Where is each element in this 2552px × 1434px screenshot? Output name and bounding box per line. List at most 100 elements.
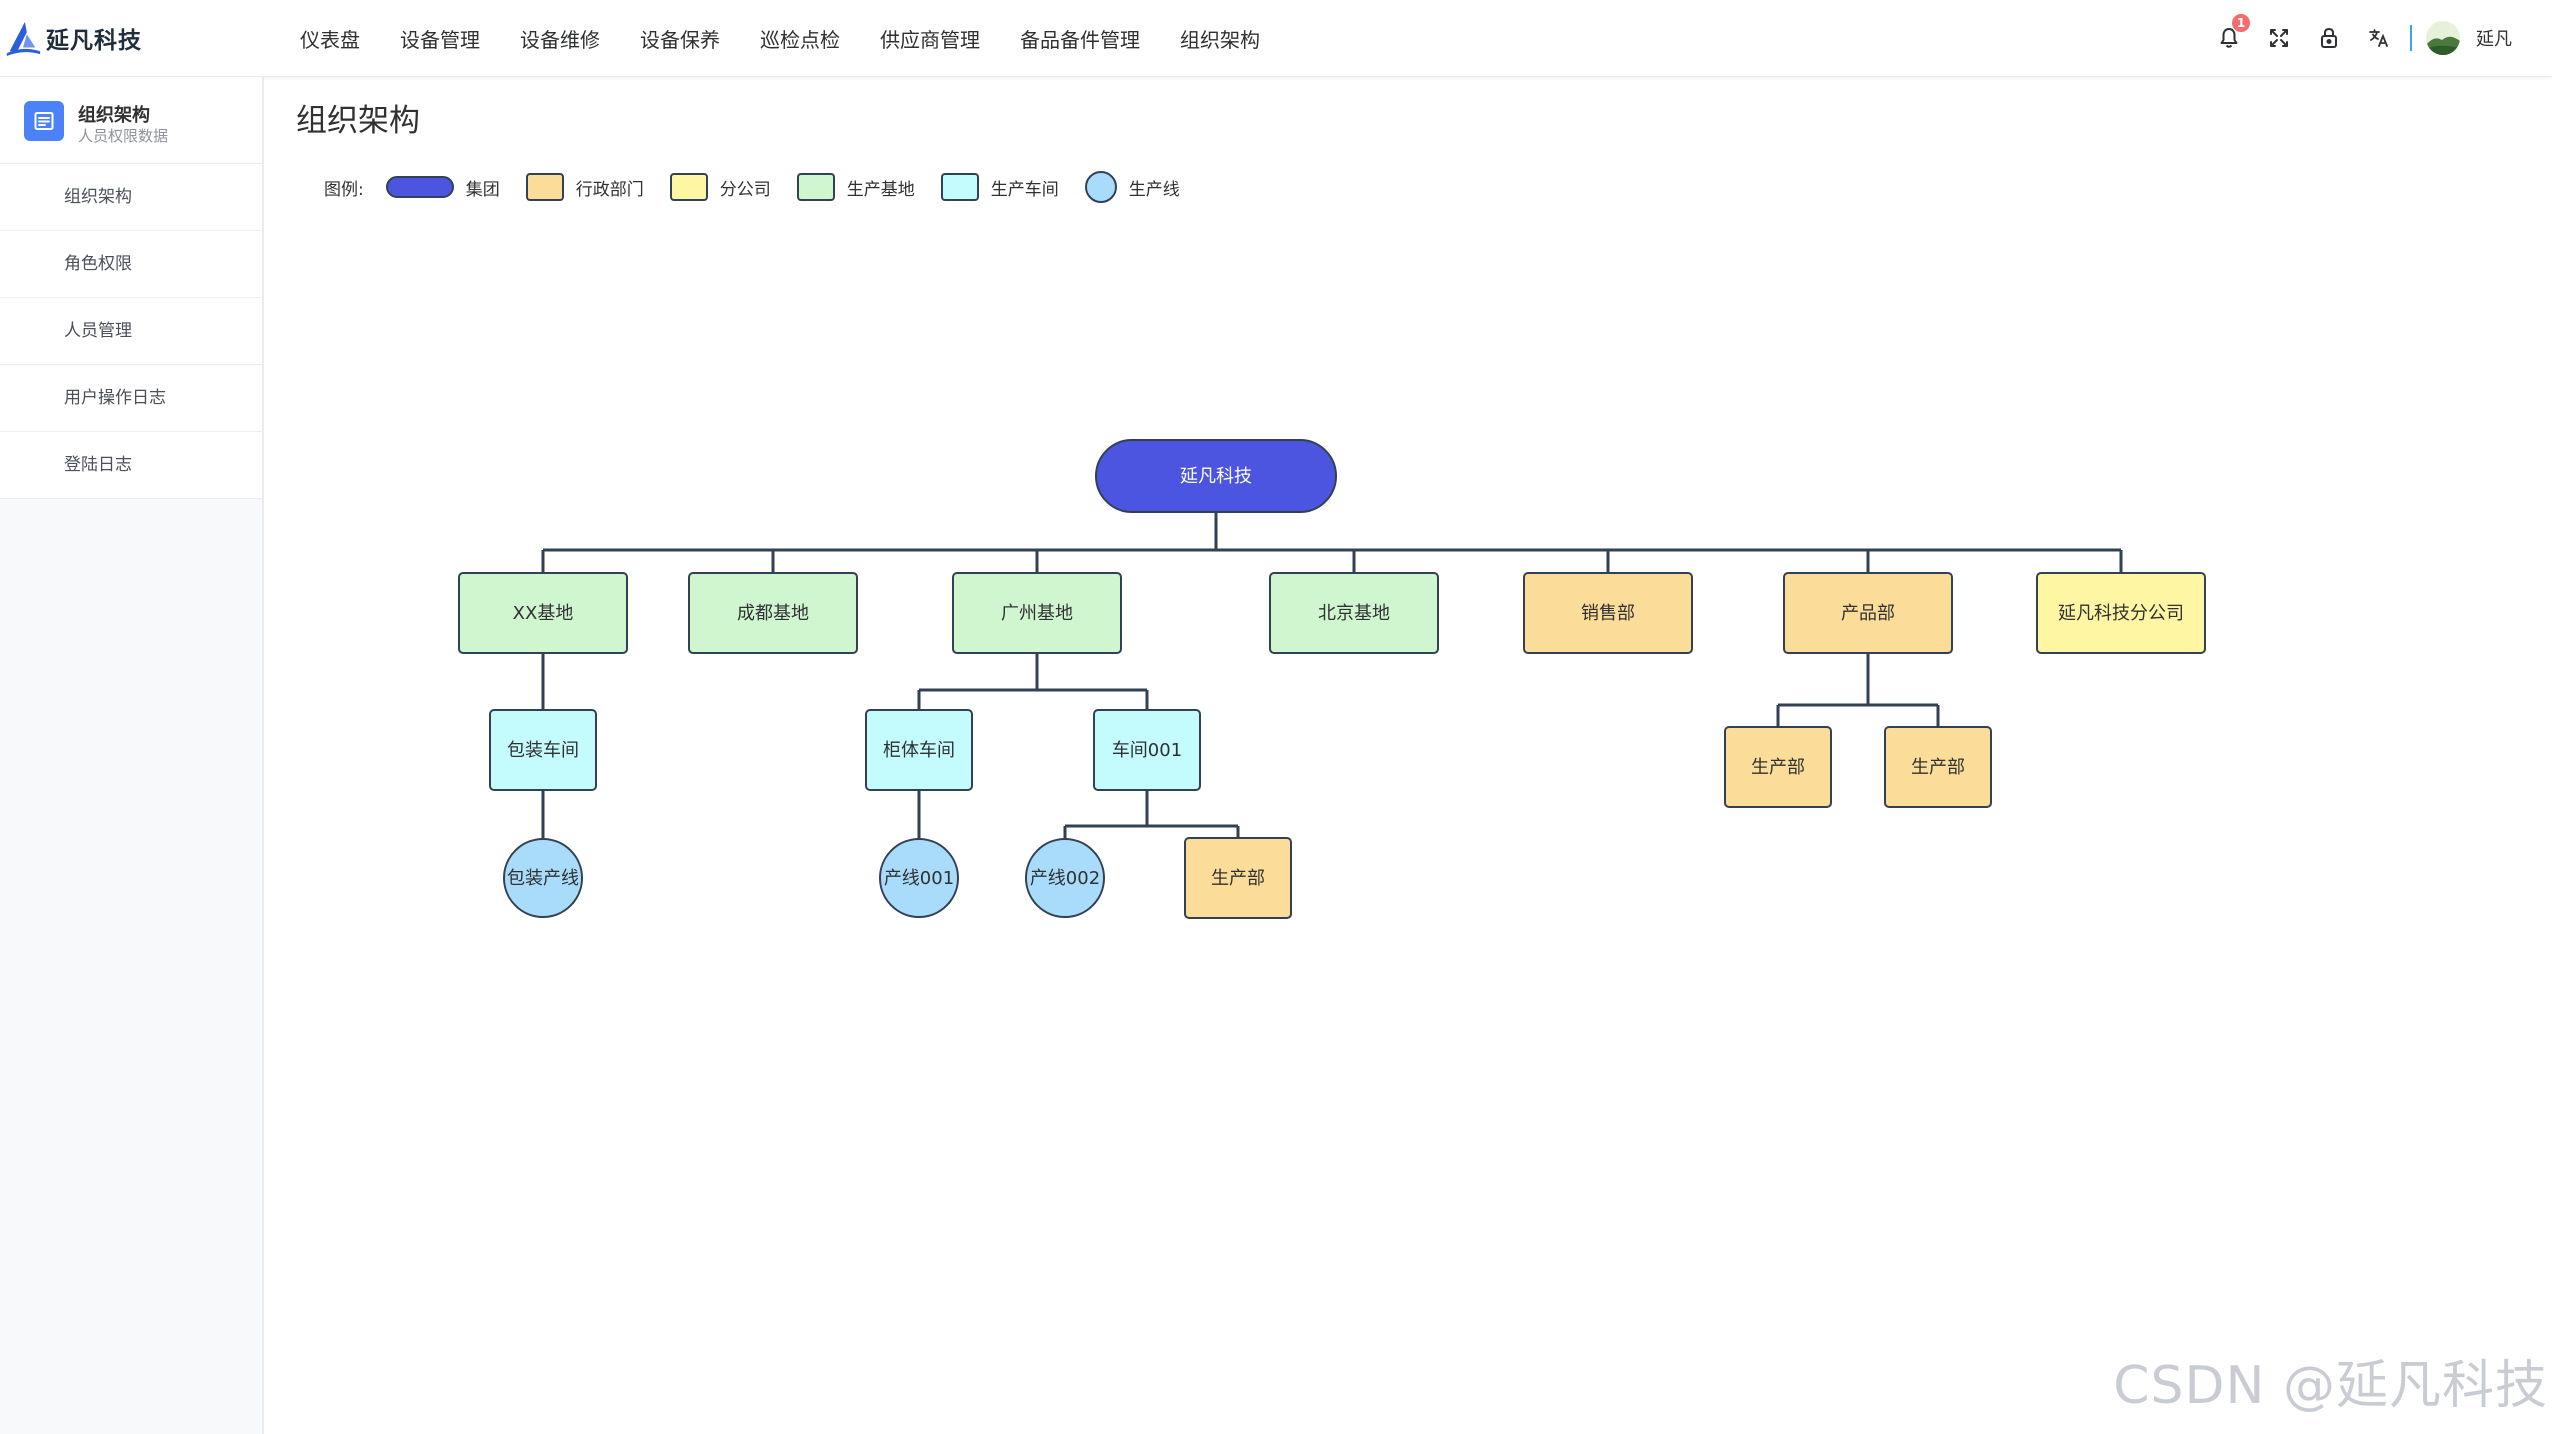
nav-item-inspection[interactable]: 巡检点检 <box>760 27 840 52</box>
org-node-label: 广州基地 <box>1001 603 1073 624</box>
org-node-shape <box>1269 572 1439 654</box>
org-node[interactable]: 延凡科技 <box>1095 439 1337 513</box>
legend-item-admin-dept: 行政部门 <box>525 173 644 201</box>
sidebar-item-role-permissions[interactable]: 角色权限 <box>0 231 262 298</box>
nav-item-maintenance[interactable]: 设备保养 <box>640 27 720 52</box>
language-button[interactable] <box>2354 0 2404 76</box>
org-node-shape <box>1724 726 1832 808</box>
nav-item-equipment[interactable]: 设备管理 <box>400 27 480 52</box>
legend: 图例: 集团 行政部门 分公司 生产基地 生产车间 生产线 <box>324 168 1206 206</box>
nav-item-dashboard[interactable]: 仪表盘 <box>300 27 360 52</box>
brand-logo-icon <box>6 21 41 57</box>
org-node[interactable]: 产线002 <box>1025 838 1105 918</box>
sidebar-item-org-structure[interactable]: 组织架构 <box>0 164 262 231</box>
org-node-label: 产线002 <box>1030 868 1100 889</box>
legend-item-group: 集团 <box>385 175 500 200</box>
org-node-label: 生产部 <box>1911 757 1965 778</box>
connector-line <box>917 653 1149 710</box>
avatar[interactable] <box>2426 21 2460 55</box>
nav-item-organization[interactable]: 组织架构 <box>1180 27 1260 52</box>
org-node[interactable]: 广州基地 <box>952 572 1122 654</box>
connector-line <box>1776 653 1940 727</box>
sidebar-item-login-log[interactable]: 登陆日志 <box>0 432 262 499</box>
org-node-shape <box>1884 726 1992 808</box>
avatar-image-icon <box>2426 21 2460 55</box>
org-node[interactable]: 生产部 <box>1884 726 1992 808</box>
org-node-label: 包装车间 <box>507 740 579 761</box>
org-node[interactable]: 产线001 <box>879 838 959 918</box>
lock-screen-button[interactable] <box>2304 0 2354 76</box>
org-node[interactable]: 包装产线 <box>503 838 583 918</box>
org-node[interactable]: XX基地 <box>458 572 628 654</box>
connector-line <box>1063 790 1240 839</box>
org-node-label: 产线001 <box>884 868 954 889</box>
sidebar-subtitle: 人员权限数据 <box>78 127 169 145</box>
sidebar: 组织架构 人员权限数据 组织架构 角色权限 人员管理 用户操作日志 登陆日志 <box>0 77 264 1434</box>
org-node[interactable]: 销售部 <box>1523 572 1693 654</box>
org-node-shape <box>865 709 973 791</box>
legend-text: 行政部门 <box>575 179 644 200</box>
org-node-shape <box>688 572 858 654</box>
org-node-label: 柜体车间 <box>883 740 955 761</box>
legend-label: 图例: <box>324 179 364 200</box>
translate-icon <box>2369 29 2388 47</box>
org-node[interactable]: 成都基地 <box>688 572 858 654</box>
legend-text: 生产线 <box>1128 179 1180 200</box>
org-node-shape <box>1095 439 1337 513</box>
lock-icon <box>2321 27 2337 48</box>
org-node[interactable]: 包装车间 <box>489 709 597 791</box>
legend-swatch-rect <box>669 173 708 201</box>
sidebar-item-personnel[interactable]: 人员管理 <box>0 298 262 365</box>
org-node[interactable]: 柜体车间 <box>865 709 973 791</box>
nav-item-suppliers[interactable]: 供应商管理 <box>880 27 980 52</box>
legend-item-production-base: 生产基地 <box>796 173 915 201</box>
org-node-shape <box>489 709 597 791</box>
org-node-shape <box>458 572 628 654</box>
legend-swatch-rect <box>940 173 979 201</box>
org-node-label: 包装产线 <box>507 868 579 889</box>
org-node-label: 延凡科技分公司 <box>2058 603 2184 624</box>
org-node-shape <box>2036 572 2206 654</box>
user-name[interactable]: 延凡 <box>2476 29 2512 50</box>
sidebar-header: 组织架构 人员权限数据 <box>0 77 262 164</box>
legend-text: 分公司 <box>719 179 771 200</box>
header-divider <box>2410 25 2412 51</box>
org-node-shape <box>952 572 1122 654</box>
org-node-label: 北京基地 <box>1318 603 1390 624</box>
legend-text: 集团 <box>465 179 500 200</box>
org-node[interactable]: 北京基地 <box>1269 572 1439 654</box>
notification-count-badge: 1 <box>2232 14 2250 32</box>
org-node-label: 成都基地 <box>737 603 809 624</box>
legend-text: 生产基地 <box>846 179 915 200</box>
page-title: 组织架构 <box>296 103 420 139</box>
org-node[interactable]: 车间001 <box>1093 709 1201 791</box>
org-node[interactable]: 延凡科技分公司 <box>2036 572 2206 654</box>
brand-logo[interactable]: 延凡科技 <box>4 18 142 58</box>
legend-item-production-line: 生产线 <box>1084 171 1180 203</box>
legend-text: 生产车间 <box>990 179 1059 200</box>
org-node-shape <box>1783 572 1953 654</box>
org-node-label: 生产部 <box>1211 868 1265 889</box>
brand-name: 延凡科技 <box>46 28 142 54</box>
sidebar-item-operation-log[interactable]: 用户操作日志 <box>0 365 262 432</box>
bell-icon <box>2220 28 2238 48</box>
fullscreen-button[interactable] <box>2254 0 2304 76</box>
notifications-button[interactable]: 1 <box>2204 0 2254 76</box>
legend-item-workshop: 生产车间 <box>940 173 1059 201</box>
fullscreen-icon <box>2270 29 2288 47</box>
org-node[interactable]: 产品部 <box>1783 572 1953 654</box>
legend-swatch-rect <box>525 173 564 201</box>
org-node[interactable]: 生产部 <box>1184 837 1292 919</box>
org-node-label: 车间001 <box>1112 740 1182 761</box>
org-node-shape <box>503 838 583 918</box>
org-node-shape <box>879 838 959 918</box>
nav-item-spare-parts[interactable]: 备品备件管理 <box>1020 27 1140 52</box>
nav-item-repair[interactable]: 设备维修 <box>520 27 600 52</box>
org-node-label: XX基地 <box>513 603 574 624</box>
org-node-shape <box>1523 572 1693 654</box>
sidebar-title: 组织架构 <box>78 105 150 126</box>
main-menu: 仪表盘 设备管理 设备维修 设备保养 巡检点检 供应商管理 备品备件管理 组织架… <box>280 0 1280 76</box>
org-node[interactable]: 生产部 <box>1724 726 1832 808</box>
